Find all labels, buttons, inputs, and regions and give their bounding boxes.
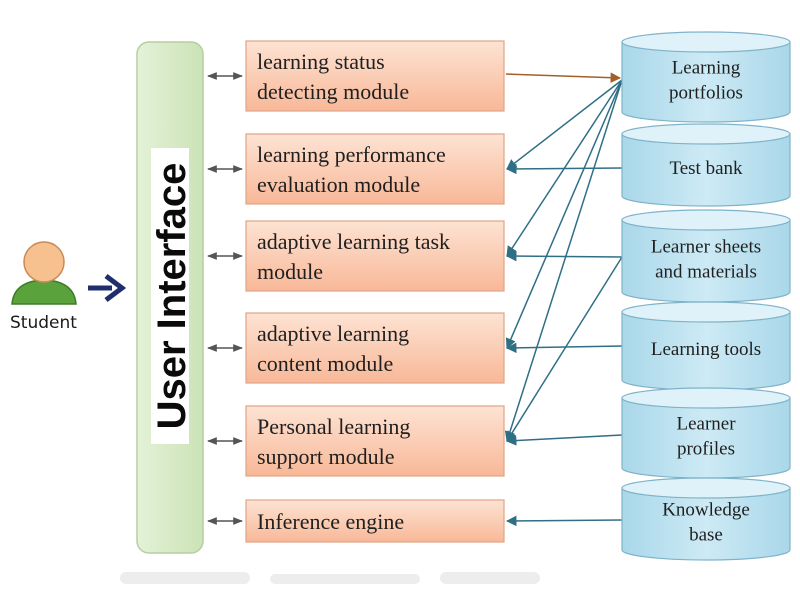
module-box bbox=[245, 499, 505, 543]
faded-caption bbox=[120, 572, 540, 584]
database-profiles-icon: Learner profiles bbox=[621, 387, 791, 479]
database-label: and materials bbox=[655, 262, 757, 283]
module-label: support module bbox=[257, 444, 395, 469]
module-box bbox=[245, 40, 505, 112]
database-sheets-icon: Learner sheets and materials bbox=[621, 209, 791, 303]
database-tools-icon: Learning tools bbox=[621, 301, 791, 391]
database-body bbox=[621, 487, 791, 561]
module-box bbox=[245, 133, 505, 205]
database-body bbox=[621, 41, 791, 123]
database-label: Learner sheets bbox=[651, 237, 761, 258]
portfolio-fan-arrow-3 bbox=[505, 79, 623, 349]
module-label: learning performance bbox=[257, 142, 446, 167]
database-testbank-icon: Test bank bbox=[621, 123, 791, 207]
database-label: Learning tools bbox=[651, 339, 761, 360]
kb-to-inference-arrow bbox=[505, 515, 623, 527]
database-top bbox=[621, 123, 791, 145]
database-top bbox=[621, 477, 791, 499]
module-task: adaptive learning task module bbox=[245, 220, 505, 292]
module-content: adaptive learning content module bbox=[245, 312, 505, 384]
database-label: portfolios bbox=[669, 83, 743, 104]
student-arrow-icon bbox=[88, 274, 127, 302]
database-label: profiles bbox=[677, 439, 735, 460]
module-performance: learning performance evaluation module bbox=[245, 133, 505, 205]
database-top bbox=[621, 31, 791, 53]
user-interface-label: User Interface bbox=[150, 163, 194, 430]
module-label: Inference engine bbox=[257, 509, 404, 534]
portfolio-fan-arrow-4 bbox=[504, 79, 623, 443]
module-label: adaptive learning task bbox=[257, 229, 450, 254]
module-box bbox=[245, 312, 505, 384]
tools-to-content-arrow bbox=[505, 342, 623, 354]
module-label: Personal learning bbox=[257, 414, 410, 439]
module-label: evaluation module bbox=[257, 172, 420, 197]
student-icon bbox=[11, 241, 77, 305]
testbank-to-performance-arrow bbox=[505, 163, 623, 175]
database-kb-icon: Knowledge base bbox=[621, 477, 791, 561]
module-label: learning status bbox=[257, 49, 385, 74]
module-support: Personal learning support module bbox=[245, 405, 505, 477]
module-label: content module bbox=[257, 351, 393, 376]
portfolio-fan-arrow-1 bbox=[506, 79, 623, 170]
module-inference: Inference engine bbox=[245, 499, 505, 543]
module-label: module bbox=[257, 259, 323, 284]
database-label: base bbox=[689, 525, 723, 546]
module-box bbox=[245, 220, 505, 292]
database-portfolios-icon: Learning portfolios bbox=[621, 31, 791, 123]
module-label: detecting module bbox=[257, 79, 409, 104]
sheets-to-task-arrow bbox=[505, 250, 623, 262]
status-to-portfolio-arrow bbox=[505, 72, 622, 83]
database-label: Learner bbox=[676, 414, 736, 435]
student-label: Student bbox=[10, 313, 77, 333]
database-top bbox=[621, 301, 791, 323]
database-label: Knowledge bbox=[662, 500, 750, 521]
profiles-to-support-arrow bbox=[505, 434, 623, 446]
ui-connectors bbox=[207, 72, 243, 525]
module-box bbox=[245, 405, 505, 477]
database-top bbox=[621, 387, 791, 409]
database-body bbox=[621, 133, 791, 207]
db-connectors bbox=[504, 72, 623, 527]
module-status: learning status detecting module bbox=[245, 40, 505, 112]
database-label: Learning bbox=[672, 58, 741, 79]
sheets-to-support-arrow bbox=[506, 256, 623, 442]
database-top bbox=[621, 209, 791, 231]
module-label: adaptive learning bbox=[257, 321, 409, 346]
user-interface-label-bg bbox=[151, 148, 189, 444]
database-label: Test bank bbox=[669, 158, 743, 179]
